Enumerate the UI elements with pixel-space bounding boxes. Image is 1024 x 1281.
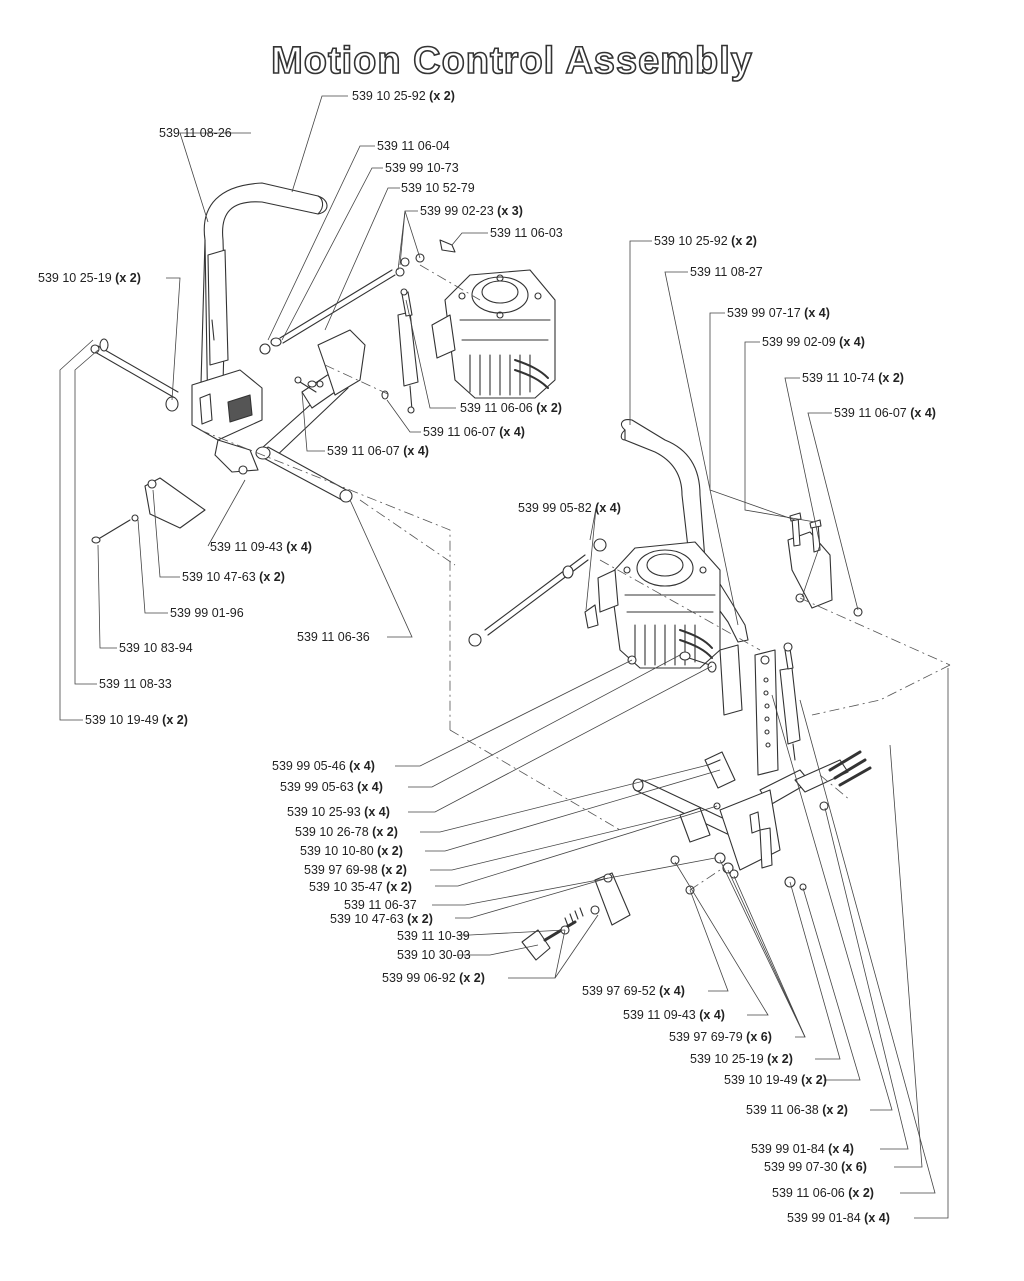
part-label: 539 11 09-43 (x 4) <box>623 1008 725 1022</box>
part-label: 539 11 06-37 <box>344 898 417 912</box>
part-label: 539 10 47-63 (x 2) <box>330 912 433 926</box>
part-label: 539 11 10-39 <box>397 929 470 943</box>
part-label: 539 99 01-84 (x 4) <box>787 1211 890 1225</box>
part-label: 539 11 06-07 (x 4) <box>327 444 429 458</box>
part-label: 539 99 10-73 <box>385 161 459 175</box>
part-label: 539 10 25-93 (x 4) <box>287 805 390 819</box>
part-label: 539 10 52-79 <box>401 181 475 195</box>
part-label: 539 99 02-23 (x 3) <box>420 204 523 218</box>
part-label: 539 10 26-78 (x 2) <box>295 825 398 839</box>
part-label: 539 99 05-82 (x 4) <box>518 501 621 515</box>
part-label: 539 10 19-49 (x 2) <box>85 713 188 727</box>
part-label: 539 11 09-43 (x 4) <box>210 540 312 554</box>
part-label: 539 99 07-17 (x 4) <box>727 306 830 320</box>
part-label: 539 97 69-52 (x 4) <box>582 984 685 998</box>
part-label: 539 99 06-92 (x 2) <box>382 971 485 985</box>
part-label: 539 11 06-06 (x 2) <box>772 1186 874 1200</box>
part-label: 539 10 83-94 <box>119 641 193 655</box>
part-label: 539 11 06-07 (x 4) <box>423 425 525 439</box>
part-label: 539 11 08-33 <box>99 677 172 691</box>
part-label: 539 99 01-96 <box>170 606 244 620</box>
part-label: 539 99 05-63 (x 4) <box>280 780 383 794</box>
part-label: 539 11 08-27 <box>690 265 763 279</box>
part-label: 539 10 25-92 (x 2) <box>654 234 757 248</box>
diagram-title: Motion Control Assembly <box>270 39 753 83</box>
part-label: 539 10 25-92 (x 2) <box>352 89 455 103</box>
part-label: 539 10 35-47 (x 2) <box>309 880 412 894</box>
part-label: 539 11 06-03 <box>490 226 563 240</box>
part-label: 539 10 25-19 (x 2) <box>38 271 141 285</box>
part-label: 539 11 06-38 (x 2) <box>746 1103 848 1117</box>
part-label: 539 97 69-79 (x 6) <box>669 1030 772 1044</box>
part-label: 539 97 69-98 (x 2) <box>304 863 407 877</box>
part-label: 539 10 25-19 (x 2) <box>690 1052 793 1066</box>
part-label: 539 10 10-80 (x 2) <box>300 844 403 858</box>
part-label: 539 11 08-26 <box>159 126 232 140</box>
part-label: 539 11 06-04 <box>377 139 450 153</box>
left-hydro-pump <box>431 269 556 399</box>
part-label: 539 11 06-07 (x 4) <box>834 406 936 420</box>
part-label: 539 10 30-03 <box>397 948 471 962</box>
part-label: 539 99 01-84 (x 4) <box>751 1142 854 1156</box>
part-label: 539 10 19-49 (x 2) <box>724 1073 827 1087</box>
part-label: 539 10 47-63 (x 2) <box>182 570 285 584</box>
part-label: 539 99 07-30 (x 6) <box>764 1160 867 1174</box>
part-label: 539 11 10-74 (x 2) <box>802 371 904 385</box>
part-label: 539 99 05-46 (x 4) <box>272 759 375 773</box>
part-label: 539 99 02-09 (x 4) <box>762 335 865 349</box>
right-hydro-pump <box>597 541 721 669</box>
part-label: 539 11 06-06 (x 2) <box>460 401 562 415</box>
part-label: 539 11 06-36 <box>297 630 370 644</box>
